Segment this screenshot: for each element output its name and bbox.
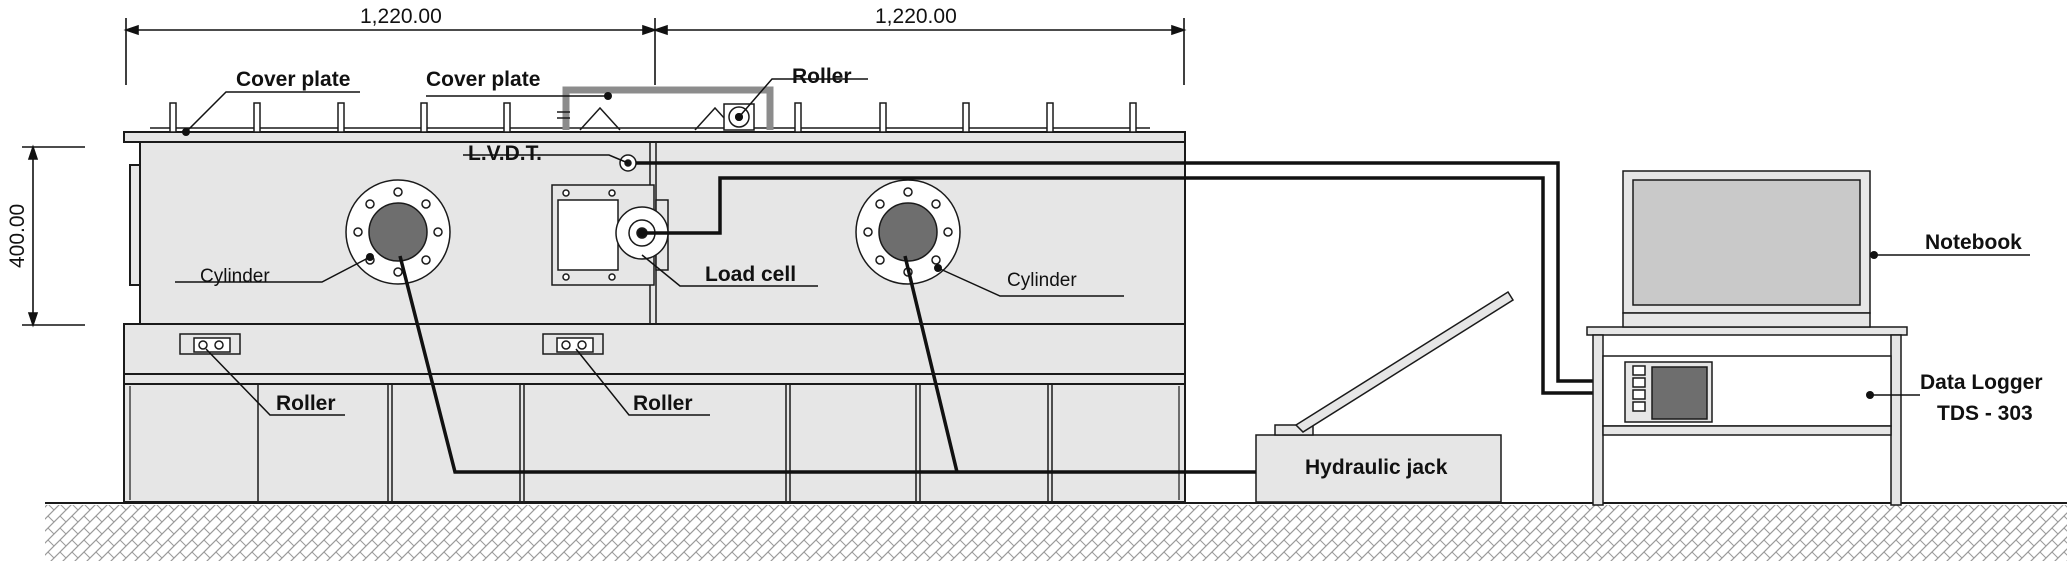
roller-mid bbox=[542, 333, 604, 355]
cylinder-right bbox=[855, 179, 961, 285]
cover-plate-studs bbox=[169, 102, 1137, 133]
lvdt-label: L.V.D.T. bbox=[468, 142, 542, 165]
roller-bottom-mid-label: Roller bbox=[633, 392, 693, 415]
leader-lines bbox=[175, 78, 2030, 416]
data-logger-model-label: TDS - 303 bbox=[1937, 402, 2033, 425]
hydraulic-jack-label: Hydraulic jack bbox=[1305, 456, 1448, 479]
cylinder-left bbox=[345, 179, 451, 285]
left-span-dimension: 1,220.00 bbox=[360, 5, 442, 28]
right-span-dimension: 1,220.00 bbox=[875, 5, 957, 28]
cover-plate-mid-label: Cover plate bbox=[426, 68, 540, 91]
data-logger bbox=[1624, 361, 1713, 423]
cylinder-right-label: Cylinder bbox=[1007, 270, 1077, 291]
data-logger-label: Data Logger bbox=[1920, 371, 2043, 394]
cables bbox=[398, 161, 1625, 474]
roller-bottom-left-label: Roller bbox=[276, 392, 336, 415]
leader-dots bbox=[182, 92, 1878, 399]
side-dimension bbox=[22, 144, 85, 328]
cover-plate-left-label: Cover plate bbox=[236, 68, 350, 91]
roller-top-label: Roller bbox=[792, 65, 852, 88]
notebook-label: Notebook bbox=[1925, 231, 2022, 254]
height-dimension: 400.00 bbox=[6, 204, 29, 268]
cylinder-left-label: Cylinder bbox=[200, 266, 270, 287]
top-dimension bbox=[123, 18, 1187, 85]
load-cell-assembly bbox=[551, 184, 669, 286]
load-cell-label: Load cell bbox=[705, 263, 796, 286]
ground bbox=[45, 502, 2067, 561]
shear-box-frame bbox=[123, 127, 1186, 503]
hydraulic-jack bbox=[1255, 290, 1515, 503]
roller-left bbox=[179, 333, 241, 355]
frame-stiffeners bbox=[257, 384, 1053, 502]
notebook bbox=[1622, 170, 1871, 328]
